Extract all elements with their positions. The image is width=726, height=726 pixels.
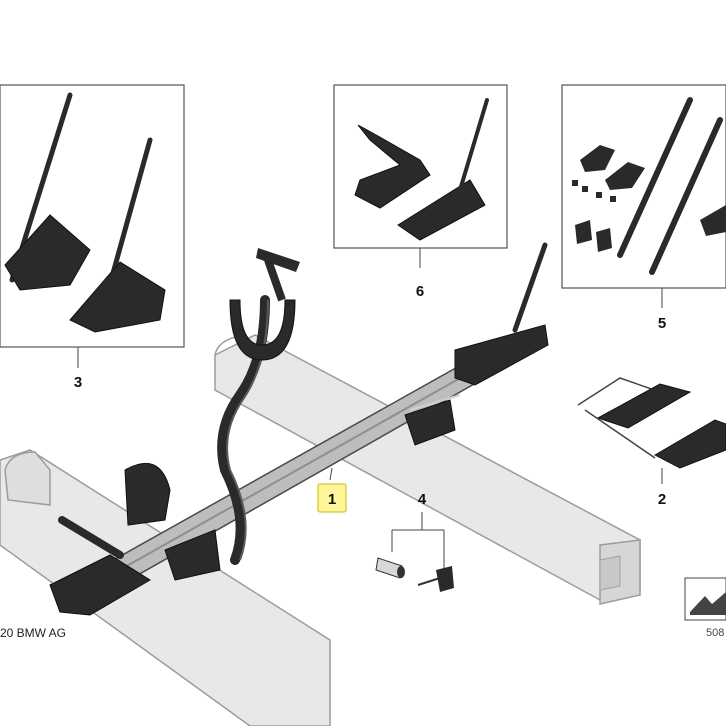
callout-1[interactable]: 1 (317, 467, 347, 513)
part-2-adapter: 2 (577, 377, 726, 508)
callout-4-label: 4 (418, 491, 427, 508)
roof-rail-front (0, 449, 331, 726)
detail-box-6: 6 (333, 84, 508, 300)
bike-carrier-assembly (49, 242, 549, 616)
reference-number: 508 (706, 627, 724, 639)
detail-box-3: 3 (0, 84, 185, 391)
roof-rail-rear (214, 334, 641, 605)
callout-6-label: 6 (416, 283, 424, 300)
part-4-lock-and-key: 4 (375, 491, 454, 592)
callout-5-label: 5 (658, 315, 666, 332)
reference-symbol: 508 (684, 577, 726, 639)
copyright-text: 20 BMW AG (0, 626, 66, 640)
detail-box-5: 5 (561, 84, 726, 332)
callout-1-label: 1 (328, 491, 336, 508)
callout-3-label: 3 (74, 374, 82, 391)
callout-2-label: 2 (658, 491, 666, 508)
